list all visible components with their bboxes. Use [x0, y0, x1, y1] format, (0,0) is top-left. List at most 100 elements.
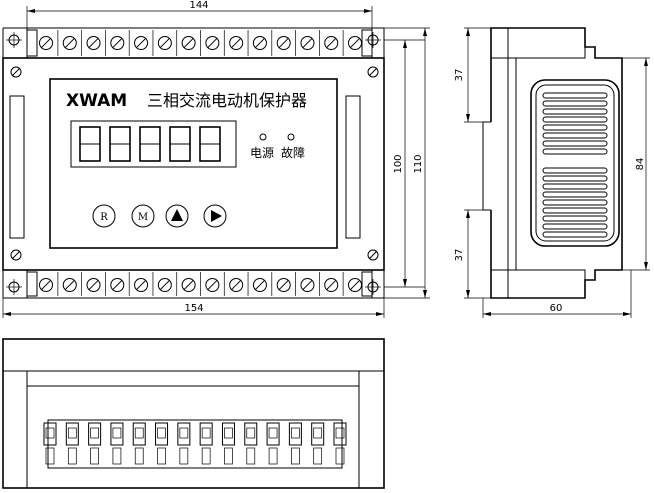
left-side-slot [9, 95, 25, 239]
vent-slot [542, 167, 608, 174]
dim-100-label: 100 [393, 154, 404, 173]
dim-144-label: 144 [189, 0, 208, 11]
brand-label: XWAM [66, 91, 127, 111]
terminal-screw [39, 278, 53, 292]
side-body-outline [490, 27, 623, 299]
bottom-terminal-slot [199, 422, 213, 465]
bottom-terminal-slot [333, 422, 347, 465]
bottom-terminal-slot [132, 422, 146, 465]
right-side-slot [345, 95, 361, 239]
reset-button-label: R [100, 212, 108, 223]
reset-button[interactable]: R [92, 204, 116, 228]
bottom-terminal-slot [155, 422, 169, 465]
vent-slot [542, 183, 608, 190]
terminal-screw [324, 36, 339, 50]
vent-slot [542, 92, 608, 99]
display-digit [109, 126, 131, 162]
terminal-screw [229, 36, 244, 50]
dimension-right-heights: 100 110 [384, 27, 430, 299]
vent-slot [542, 124, 608, 131]
power-indicator-label: 电源 [250, 146, 274, 160]
front-view: 144 [2, 0, 430, 318]
corner-screw [367, 249, 379, 261]
mode-button[interactable]: M [131, 204, 155, 228]
bottom-terminal-slot [288, 422, 302, 465]
terminal-screw [348, 278, 362, 292]
display-digit [79, 126, 101, 162]
terminal-screw [39, 36, 53, 50]
terminal-screw [252, 36, 267, 50]
mounting-ear-bottom-left [2, 270, 27, 299]
bottom-terminal-slot [110, 422, 124, 465]
dim-154-label: 154 [184, 303, 203, 314]
terminal-screw [181, 36, 196, 50]
vent-slot [542, 100, 608, 107]
terminal-screw [324, 278, 339, 292]
fault-indicator-label: 故障 [281, 145, 305, 160]
vent-slot [542, 207, 608, 214]
dim-side-bottom-37-label: 37 [454, 249, 465, 262]
bottom-terminal-slot [177, 422, 191, 465]
vent-slot [542, 199, 608, 206]
bottom-terminal-slot [43, 422, 57, 465]
vent-slot [542, 223, 608, 230]
dimension-top-width: 144 [26, 0, 373, 30]
terminal-screw [276, 278, 291, 292]
bottom-housing [2, 338, 385, 489]
dim-side-top-37-label: 37 [454, 69, 465, 82]
display-digit [139, 126, 161, 162]
terminal-screw [276, 36, 291, 50]
vent-slot [542, 191, 608, 198]
bottom-terminal-slot [311, 422, 325, 465]
terminal-screw [110, 278, 125, 292]
bottom-terminal-strip [26, 269, 373, 299]
mounting-ear-top-left [2, 27, 27, 58]
corner-screw [10, 66, 22, 78]
terminal-screw [134, 278, 149, 292]
bottom-terminal-slot [65, 422, 79, 465]
dimension-bottom-width: 154 [2, 298, 385, 318]
terminal-screw [86, 278, 101, 292]
side-view: 37 37 84 60 [454, 27, 650, 318]
dim-110-label: 110 [413, 154, 424, 173]
vent-slot [542, 175, 608, 182]
vent-slots [542, 92, 608, 238]
display-digit [199, 126, 221, 162]
terminal-screw [252, 278, 267, 292]
mode-button-label: M [138, 212, 148, 223]
terminal-screw [229, 278, 244, 292]
vent-panel [530, 79, 620, 247]
bottom-view-terminals [43, 422, 347, 465]
terminal-screw [62, 36, 77, 50]
power-indicator-led [259, 133, 267, 141]
up-arrow-icon [171, 209, 183, 221]
terminal-screw [300, 278, 315, 292]
corner-screw [10, 249, 22, 261]
vent-slot [542, 231, 608, 238]
terminal-screw [205, 278, 220, 292]
bottom-terminal-slot [221, 422, 235, 465]
vent-slot [542, 108, 608, 115]
vent-slot [542, 132, 608, 139]
vent-slot [542, 215, 608, 222]
up-button[interactable] [165, 204, 189, 228]
bottom-terminal-slot [244, 422, 258, 465]
vent-slot [542, 140, 608, 147]
bottom-terminal-slot [266, 422, 280, 465]
terminal-screw [205, 36, 220, 50]
housing-outline [2, 57, 385, 271]
corner-screw [367, 66, 379, 78]
terminal-screw [110, 36, 125, 50]
side-bottom-terminal [507, 269, 586, 299]
right-arrow-icon [211, 210, 222, 222]
terminal-screw [157, 36, 172, 50]
terminal-screw [62, 278, 77, 292]
terminal-screw [86, 36, 101, 50]
terminal-screw [134, 36, 149, 50]
terminal-screw [157, 278, 172, 292]
seven-segment-display [70, 120, 237, 168]
right-button[interactable] [203, 204, 227, 228]
vent-slot [542, 148, 608, 155]
display-digit [169, 126, 191, 162]
